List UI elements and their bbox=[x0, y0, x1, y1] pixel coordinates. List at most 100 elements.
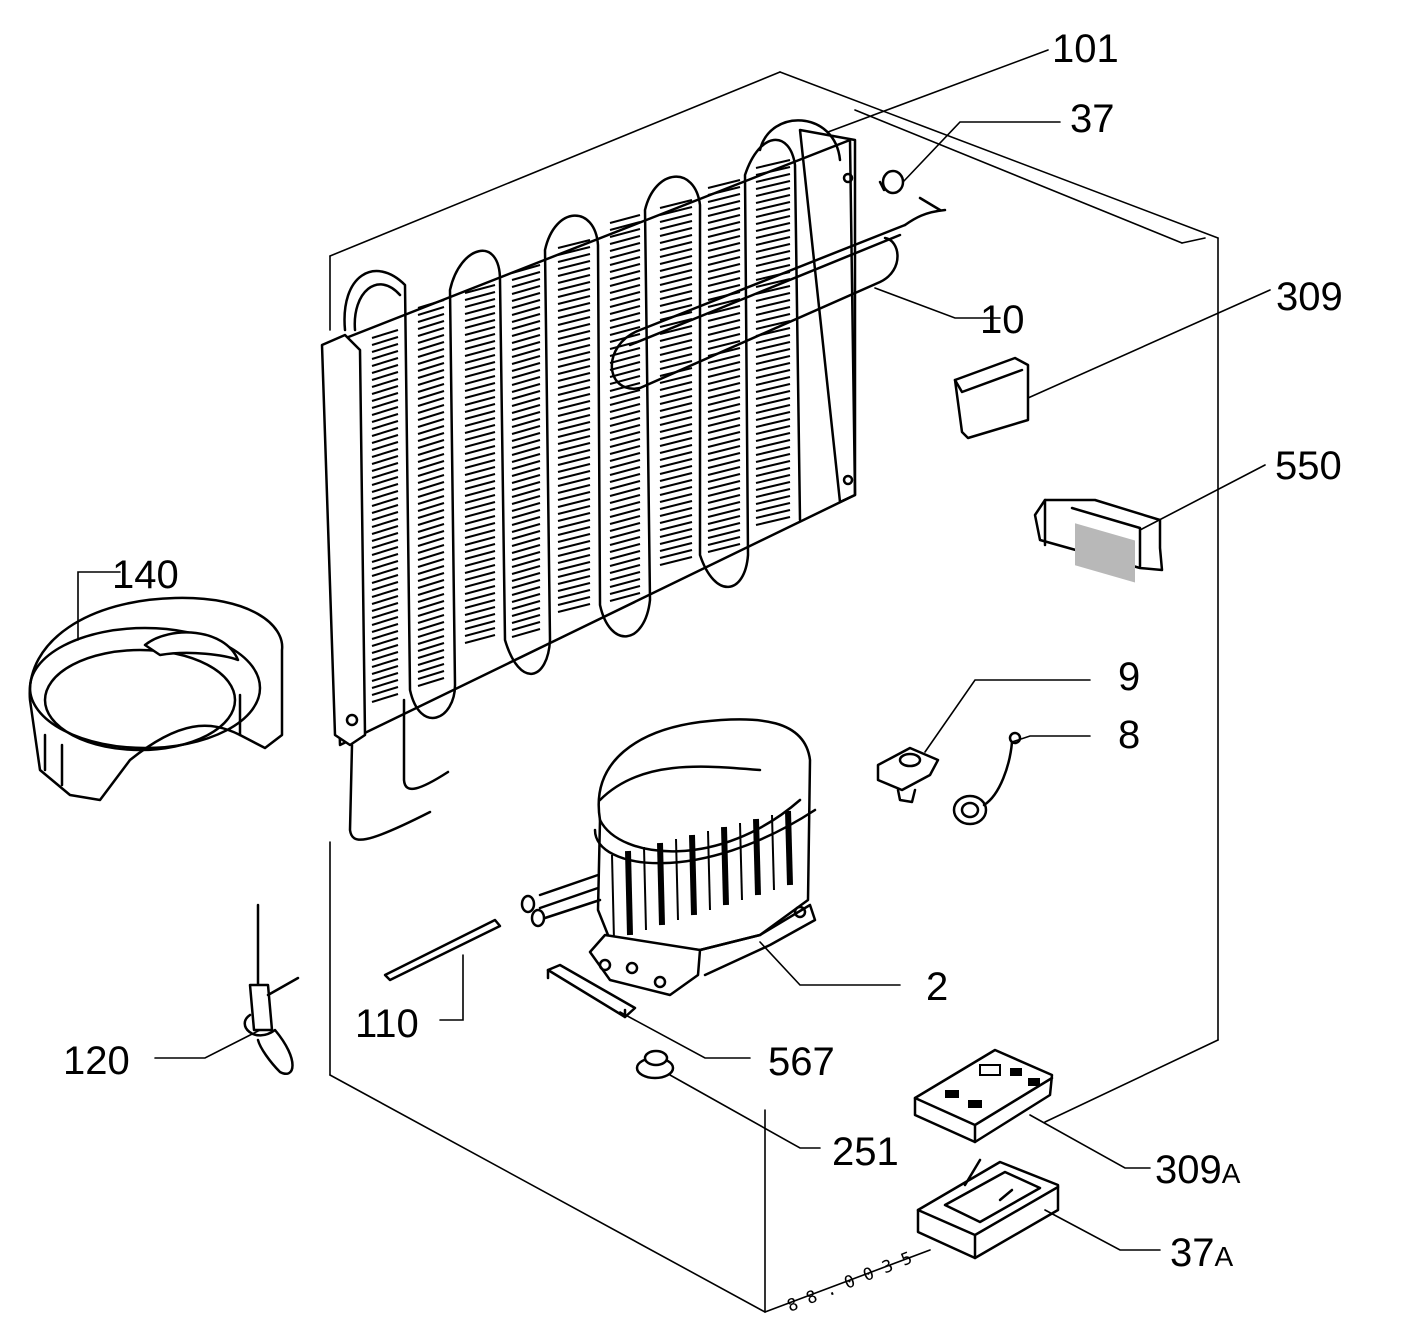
fin-line bbox=[417, 453, 445, 463]
drain-tray-140 bbox=[28, 596, 284, 802]
fin-line bbox=[371, 518, 399, 528]
fin-line bbox=[707, 368, 741, 378]
fin-line bbox=[511, 271, 541, 281]
fin-line bbox=[464, 592, 496, 602]
fin-line bbox=[755, 159, 791, 169]
fin-line bbox=[417, 600, 445, 610]
fin-line bbox=[609, 494, 641, 504]
label-2: 2 bbox=[926, 965, 948, 1009]
fin-line bbox=[755, 362, 791, 372]
fin-line bbox=[707, 333, 741, 343]
fin-line bbox=[417, 369, 445, 379]
fin-line bbox=[609, 417, 641, 427]
fin-line bbox=[609, 389, 641, 399]
fin-line bbox=[371, 665, 399, 675]
fin-line bbox=[707, 277, 741, 287]
fin-line bbox=[371, 658, 399, 668]
fin-line bbox=[659, 556, 693, 566]
fin-line bbox=[464, 606, 496, 616]
fin-line bbox=[557, 505, 591, 515]
fin-line bbox=[464, 396, 496, 406]
label-10: 10 bbox=[980, 298, 1025, 342]
fin-line bbox=[707, 466, 741, 476]
label-309: 309 bbox=[1276, 275, 1343, 319]
fin-line bbox=[464, 599, 496, 609]
fin-line bbox=[464, 564, 496, 574]
fin-line bbox=[464, 340, 496, 350]
label-8: 8 bbox=[1118, 713, 1140, 757]
fin-line bbox=[557, 407, 591, 417]
fin-line bbox=[659, 423, 693, 433]
compressor-rib bbox=[643, 846, 647, 931]
fin-line bbox=[371, 637, 399, 647]
compressor-rib bbox=[657, 842, 665, 926]
fin-line bbox=[371, 623, 399, 633]
fin-line bbox=[511, 474, 541, 484]
fin-line bbox=[659, 542, 693, 552]
fin-line bbox=[707, 522, 741, 532]
fin-line bbox=[755, 187, 791, 197]
overload-8 bbox=[952, 731, 1022, 826]
fin-line bbox=[511, 376, 541, 386]
fin-line bbox=[371, 448, 399, 458]
fin-line bbox=[755, 488, 791, 498]
fin-line bbox=[511, 488, 541, 498]
fin-line bbox=[755, 376, 791, 386]
fin-line bbox=[659, 360, 693, 370]
fin-line bbox=[464, 382, 496, 392]
fin-line bbox=[557, 302, 591, 312]
fin-line bbox=[755, 453, 791, 463]
fin-line bbox=[659, 500, 693, 510]
fin-line bbox=[417, 642, 445, 652]
fin-line bbox=[755, 173, 791, 183]
fin-line bbox=[511, 593, 541, 603]
fin-line bbox=[609, 452, 641, 462]
fin-line bbox=[371, 595, 399, 605]
fin-line bbox=[755, 481, 791, 491]
fin-line bbox=[371, 476, 399, 486]
fin-line bbox=[371, 588, 399, 598]
fin-line bbox=[659, 486, 693, 496]
fin-line bbox=[371, 413, 399, 423]
fin-line bbox=[464, 354, 496, 364]
fin-line bbox=[755, 243, 791, 253]
fin-line bbox=[659, 381, 693, 391]
fin-line bbox=[659, 507, 693, 517]
fin-line bbox=[609, 487, 641, 497]
fin-line bbox=[755, 299, 791, 309]
fin-line bbox=[511, 607, 541, 617]
fin-line bbox=[371, 343, 399, 353]
label-140: 140 bbox=[112, 553, 179, 597]
fin-line bbox=[557, 386, 591, 396]
fin-line bbox=[464, 578, 496, 588]
fin-line bbox=[659, 339, 693, 349]
fin-line bbox=[609, 459, 641, 469]
fin-line bbox=[557, 449, 591, 459]
fin-line bbox=[511, 341, 541, 351]
fin-line bbox=[511, 586, 541, 596]
fin-line bbox=[557, 323, 591, 333]
fin-line bbox=[464, 550, 496, 560]
fin-line bbox=[371, 602, 399, 612]
fin-line bbox=[511, 572, 541, 582]
fin-line bbox=[511, 425, 541, 435]
fin-line bbox=[464, 501, 496, 511]
fin-line bbox=[371, 630, 399, 640]
fin-line bbox=[707, 515, 741, 525]
filter-drier-120 bbox=[243, 903, 300, 1075]
fin-line bbox=[755, 278, 791, 288]
fin-line bbox=[659, 213, 693, 223]
fin-line bbox=[707, 298, 741, 308]
fin-line bbox=[464, 487, 496, 497]
fin-line bbox=[371, 532, 399, 542]
fin-line bbox=[557, 498, 591, 508]
fin-line bbox=[659, 458, 693, 468]
fin-line bbox=[511, 467, 541, 477]
fin-line bbox=[464, 634, 496, 644]
fin-line bbox=[371, 427, 399, 437]
rubber-foot-251 bbox=[635, 1049, 675, 1080]
fin-line bbox=[707, 501, 741, 511]
fin-line bbox=[371, 350, 399, 360]
fin-line bbox=[464, 613, 496, 623]
